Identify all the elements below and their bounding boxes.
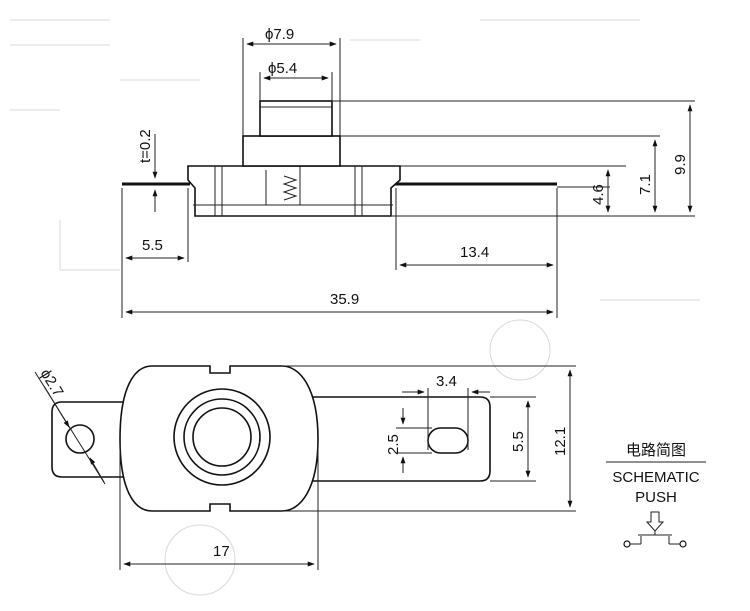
background-show-through xyxy=(10,19,700,596)
dim-height-7-1: 7.1 xyxy=(637,174,654,195)
dim-body-height: 12.1 xyxy=(552,427,569,456)
side-view: ϕ7.9 ϕ5.4 t=0.2 5.5 13.4 35.9 4.6 xyxy=(121,26,695,318)
right-tab xyxy=(309,396,491,482)
push-arrow-icon xyxy=(645,511,665,532)
dim-phi-5-4: ϕ5.4 xyxy=(268,60,297,77)
dim-slot-width: 2.5 xyxy=(385,434,402,455)
collar xyxy=(242,135,341,167)
spring xyxy=(282,175,298,201)
schematic-title-cn: 电路简图 xyxy=(626,442,686,459)
dim-total-length: 35.9 xyxy=(330,291,359,308)
push-switch-symbol xyxy=(623,531,687,548)
dim-phi-7-9: ϕ7.9 xyxy=(265,26,294,43)
dim-height-4-6: 4.6 xyxy=(590,184,607,205)
dim-hole-diameter: ϕ2.7 xyxy=(37,366,67,400)
dim-left-offset: 5.5 xyxy=(142,237,163,254)
dim-slot-length: 3.4 xyxy=(436,373,457,390)
dim-thickness: t=0.2 xyxy=(137,129,154,163)
dim-height-9-9: 9.9 xyxy=(672,154,689,175)
dim-right-offset: 13.4 xyxy=(460,244,489,261)
button-inner-ring xyxy=(192,407,252,467)
switch-housing xyxy=(187,165,401,217)
schematic-subtitle: PUSH xyxy=(635,489,677,506)
dim-body-width: 17 xyxy=(213,543,230,560)
schematic-title-en: SCHEMATIC xyxy=(612,469,699,486)
schematic: 电路简图 SCHEMATIC PUSH xyxy=(606,442,706,548)
slot-hole xyxy=(427,427,469,454)
plan-view: ϕ2.7 3.4 2.5 5.5 12.1 17 xyxy=(34,365,576,570)
dim-tab-height: 5.5 xyxy=(510,431,527,452)
plunger xyxy=(259,100,333,137)
